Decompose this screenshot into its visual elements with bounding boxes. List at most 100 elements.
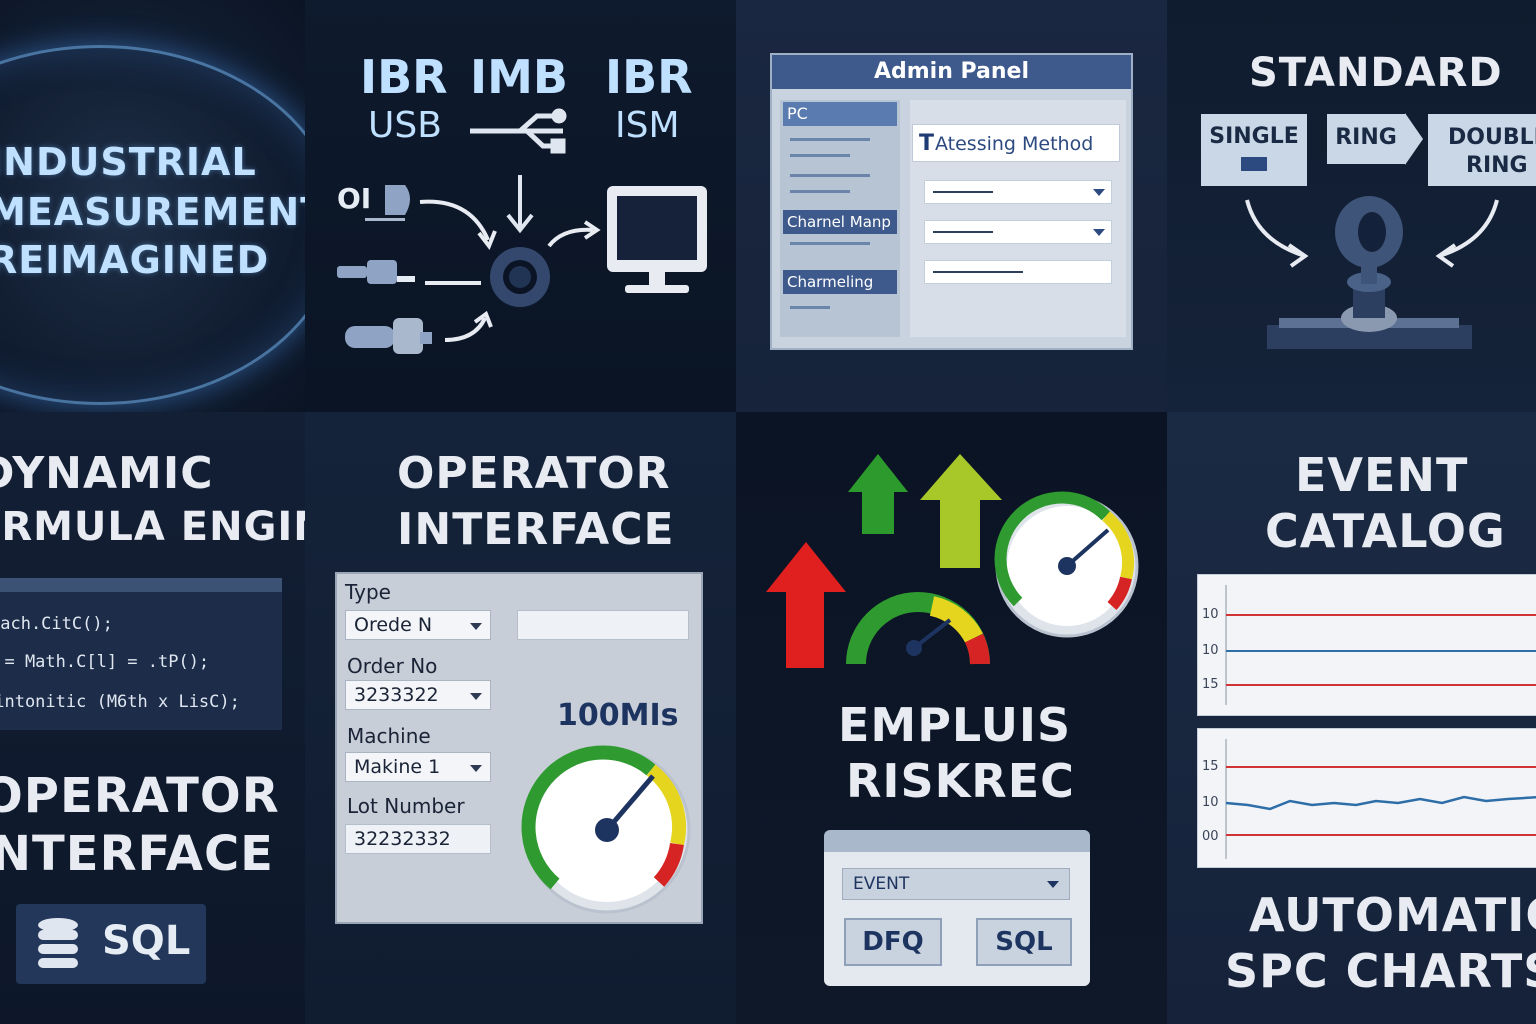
tile-risk: EMPLUIS RISKREC EVENT DFQ SQL [736,412,1167,1024]
single-indicator-icon [1241,157,1267,171]
risk-title-2: RISKREC [846,754,1075,808]
sidebar-item-pc[interactable]: PC [783,102,897,126]
chevron-down-icon [470,693,482,700]
option-single-label: SINGLE [1209,124,1299,149]
formula-title-2: FORMULA ENGINE [0,504,305,550]
option-single[interactable]: SINGLE [1201,114,1307,186]
option-double-label: DOUBLE [1448,125,1536,150]
chart1-tick-3: 15 [1202,677,1219,692]
flow-arrows-icon [419,199,601,342]
hero-line-1: INDUSTRIAL [0,140,257,184]
ring-arrow-tip-icon [1405,113,1423,165]
risk-illustration [766,454,1139,668]
chart2-tick-3: 00 [1202,829,1219,844]
admin-select-2[interactable] [924,220,1112,244]
chevron-down-icon [1093,229,1105,236]
tile-connectivity: IBR IMB IBR USB ISM [305,0,736,412]
admin-text-field[interactable] [924,260,1112,284]
code-editor[interactable]: Mach.CitC(); x = Math.C[l] = .tP(); Sint… [0,578,282,730]
type-text-input[interactable] [517,610,689,640]
probe-connector-icon: OI [337,182,410,221]
sql-button-label: SQL [102,918,191,964]
event-select[interactable]: EVENT [842,868,1070,900]
label-ism: ISM [615,105,680,146]
chevron-down-icon [1047,881,1059,888]
machine-select[interactable]: Makine 1 [345,752,491,782]
connectivity-diagram: OI [337,108,707,354]
label-ibr-left: IBR [360,50,448,104]
gauge-value: 100MIs [557,698,679,733]
tile-event-catalog: EVENT CATALOG 10 10 15 15 10 00 AUTOMATI… [1167,412,1536,1024]
standard-title: STANDARD [1249,50,1503,96]
label-imb: IMB [470,50,568,104]
arrow-up-green-icon [848,454,908,534]
option-double-ring-label: RING [1466,153,1528,178]
chart1-tick-2: 10 [1202,643,1219,658]
admin-panel-title: Admin Panel [772,55,1131,89]
tile-formula-engine: DYNAMIC FORMULA ENGINE Mach.CitC(); x = … [0,412,305,1024]
svg-text:OI: OI [337,182,371,215]
sql-button[interactable]: SQL [16,904,206,984]
sidebar-item-channel-map[interactable]: Charnel Manp [783,210,897,234]
sql-export-button-label: SQL [995,927,1053,957]
admin-panel-window: Admin Panel PC Charnel Manp Charmeling T… [770,53,1133,350]
arrow-down-icon [506,175,534,234]
sidebar-item-channeling[interactable]: Charmeling [783,270,897,294]
usb-icon [470,108,567,154]
label-ibr-right: IBR [605,50,693,104]
curved-arrow-icon [1245,199,1499,268]
code-line-1: Mach.CitC(); [0,614,113,634]
type-select-value: Orede N [354,614,433,636]
admin-content: T Atessing Method [910,100,1126,337]
large-gauge-icon [994,491,1139,638]
machine-value: Makine 1 [354,756,441,778]
spc-chart-2: 15 10 00 [1197,728,1536,868]
dfq-button[interactable]: DFQ [844,918,942,966]
hero-line-3: REIMAGINED [0,238,270,282]
risk-title-1: EMPLUIS [838,698,1072,752]
chevron-down-icon [1093,189,1105,196]
code-line-2: x = Math.C[l] = .tP(); [0,652,210,672]
event-catalog-title-1: EVENT [1295,448,1469,502]
gauge-icon [521,745,691,914]
method-label: Atessing Method [935,133,1094,155]
sql-export-button[interactable]: SQL [976,918,1072,966]
lot-number-value: 32232332 [354,828,451,850]
dfq-button-label: DFQ [862,927,924,957]
hero-line-2: MEASUREMENT [0,190,305,234]
operator-title-1: OPERATOR [0,768,280,824]
operator-title-2: INTERFACE [0,826,274,882]
option-double-ring[interactable]: DOUBLE RING [1428,114,1536,186]
admin-select-1[interactable] [924,180,1112,204]
code-line-3: Sintonitic (M6th x LisC); [0,692,240,712]
machine-label: Machine [347,724,431,748]
method-logo: T [919,131,935,156]
chart2-tick-2: 10 [1202,795,1219,810]
monitor-icon [607,186,707,293]
tile-operator-interface: OPERATOR INTERFACE Type Orede N Order No… [305,412,736,1024]
lot-number-input[interactable]: 32232332 [345,824,491,854]
option-ring[interactable]: RING [1327,114,1405,164]
chart2-lines [1225,739,1536,859]
testing-method-field[interactable]: T Atessing Method [912,124,1120,162]
formula-title-1: DYNAMIC [0,448,214,499]
small-gauge-icon [846,592,990,665]
chevron-down-icon [470,623,482,630]
operator-form: Type Orede N Order No 3233322 Machine Ma… [335,572,703,924]
event-select-value: EVENT [853,874,910,894]
spc-chart-1: 10 10 15 [1197,574,1536,716]
label-usb: USB [368,105,442,146]
tile-admin-panel: Admin Panel PC Charnel Manp Charmeling T… [736,0,1167,412]
event-catalog-title-2: CATALOG [1265,504,1506,558]
type-select[interactable]: Orede N [345,610,491,640]
order-no-label: Order No [347,654,438,678]
lot-number-label: Lot Number [347,794,465,818]
operator-interface-title-1: OPERATOR [397,448,671,499]
admin-sidebar: PC Charnel Manp Charmeling [780,100,900,337]
ring-sensor-illustration [1245,196,1499,349]
order-no-select[interactable]: 3233322 [345,680,491,710]
chart1-lines [1225,585,1536,705]
cable-plug-icon [337,260,415,284]
chart2-process-line [1225,795,1536,811]
spc-footer-2: SPC CHARTS [1225,944,1536,998]
